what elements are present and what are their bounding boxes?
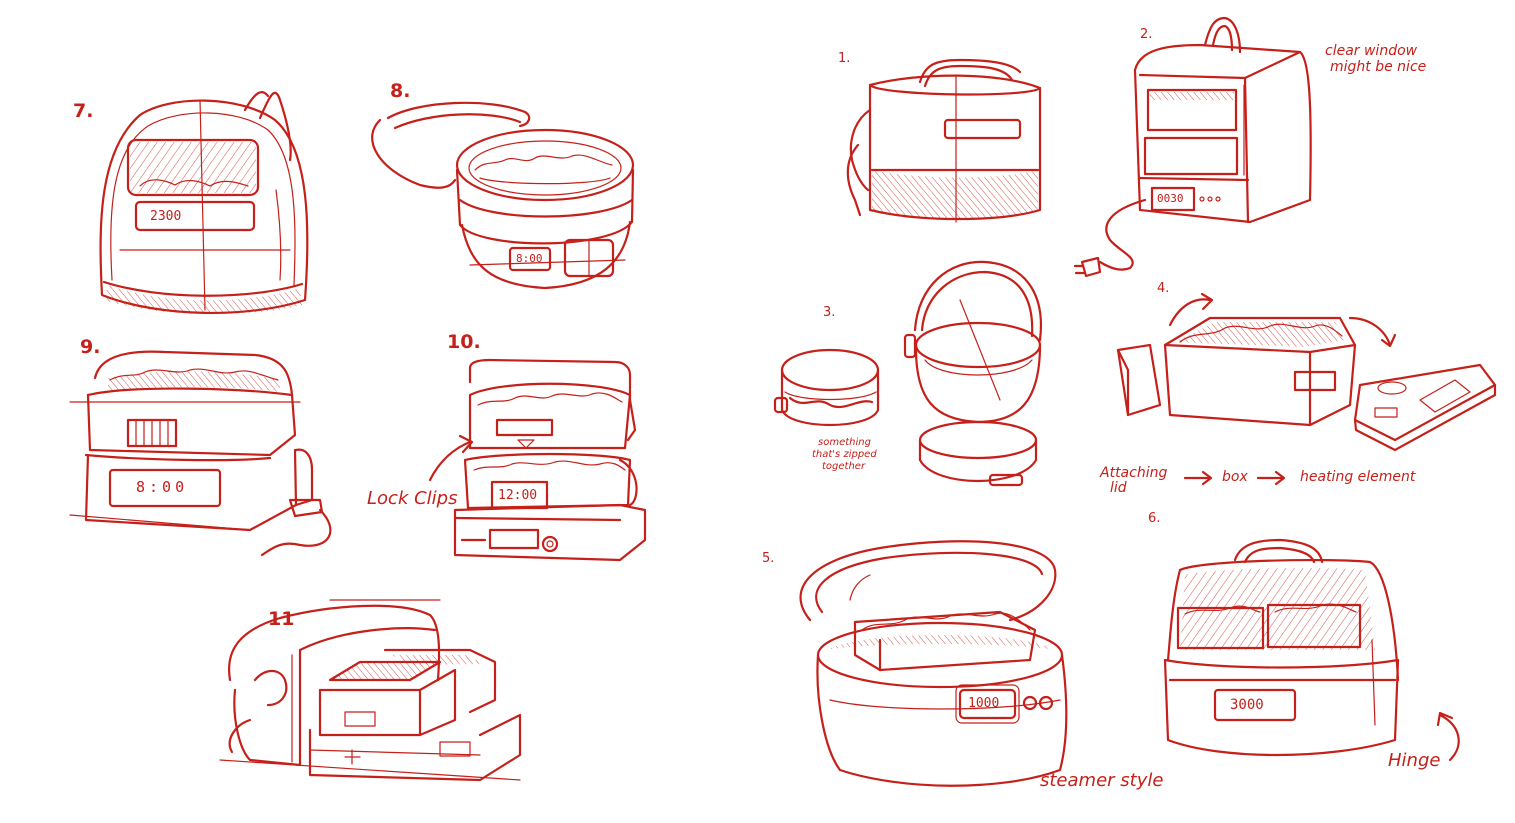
sketch-4-number: 4. xyxy=(1157,281,1170,296)
sketch-9-number: 9. xyxy=(80,336,101,358)
sketch-11-bag-trays xyxy=(220,600,520,780)
sketch-3-zipped-case xyxy=(775,262,1041,485)
sketch-5-oval-steamer xyxy=(801,541,1067,786)
sketch-11-number: 11 xyxy=(268,608,295,630)
steamer-style-caption: steamer style xyxy=(1040,770,1164,791)
sketch-5-display: 1000 xyxy=(968,696,1000,711)
attaching-lid-caption-line2: lid xyxy=(1110,480,1127,496)
sketch-2-number: 2. xyxy=(1140,27,1153,42)
clear-window-note-line1: clear window xyxy=(1325,43,1418,59)
sketch-4-caption-arrows xyxy=(1185,472,1284,484)
sketch-5-number: 5. xyxy=(762,551,775,566)
sketch-10-display: 12:00 xyxy=(498,488,538,503)
hinge-note: Hinge xyxy=(1388,750,1441,771)
sketch-4-box-lid-heater xyxy=(1118,294,1495,450)
sketch-6-hinged-box xyxy=(1165,540,1459,760)
lock-clips-note: Lock Clips xyxy=(367,488,458,509)
heating-element-caption: heating element xyxy=(1300,469,1416,485)
sketch-6-display: 3000 xyxy=(1230,697,1264,713)
sketch-7-rounded-bag xyxy=(101,92,308,315)
zipped-note-line2: that's zipped xyxy=(812,449,877,460)
sketch-9-display: 8:00 xyxy=(136,478,189,496)
zipped-note-line1: something xyxy=(818,437,871,448)
sketch-8-number: 8. xyxy=(390,80,411,102)
sketch-7-display: 2300 xyxy=(150,209,182,224)
box-caption: box xyxy=(1222,469,1248,485)
sketch-7-number: 7. xyxy=(73,100,94,122)
sketch-9-box-steamer xyxy=(70,352,330,555)
sketch-2-tall-bag xyxy=(1075,18,1311,276)
sketch-1-boxy-bag xyxy=(848,60,1040,222)
sketch-10-stacked-trays xyxy=(430,360,645,560)
attaching-lid-caption: Attaching xyxy=(1100,465,1168,481)
clear-window-note-line2: might be nice xyxy=(1330,59,1427,75)
zipped-note-line3: together xyxy=(822,461,866,472)
sketch-1-number: 1. xyxy=(838,51,851,66)
sketch-8-display: 8:00 xyxy=(516,252,543,265)
sketch-3-number: 3. xyxy=(823,305,836,320)
sketch-8-round-steamer xyxy=(372,103,633,288)
sketch-2-display: 0030 xyxy=(1157,192,1184,205)
sketch-10-number: 10. xyxy=(447,331,481,353)
sketch-6-number: 6. xyxy=(1148,511,1161,526)
